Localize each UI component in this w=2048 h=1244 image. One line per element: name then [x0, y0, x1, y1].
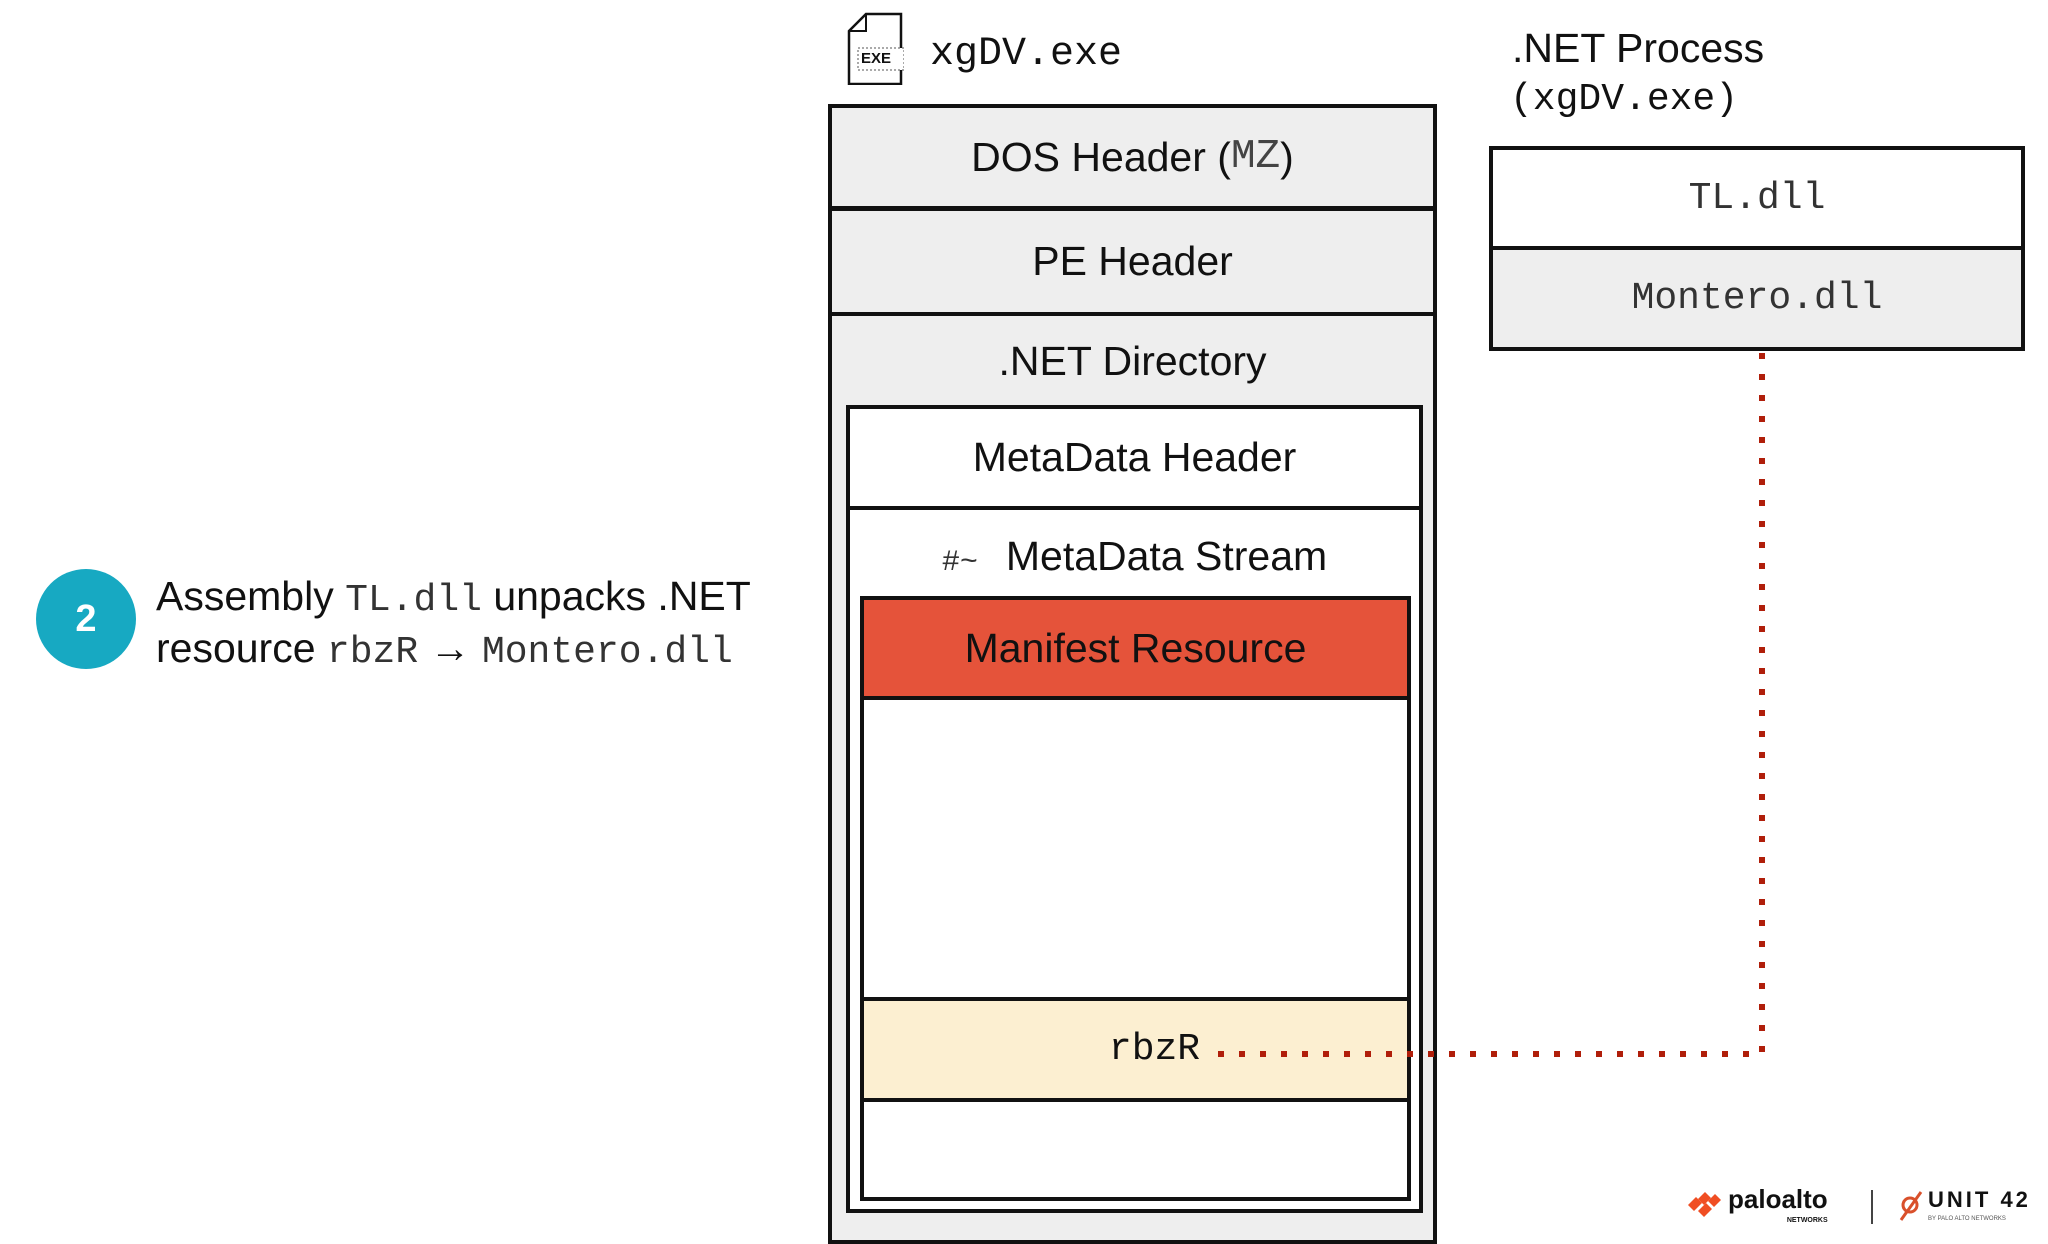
- metadata-header: MetaData Header: [846, 405, 1423, 510]
- net-directory-label: .NET Directory: [998, 338, 1267, 384]
- module-montero-dll: Montero.dll: [1489, 246, 2025, 351]
- module-tl-dll: TL.dll: [1489, 146, 2025, 250]
- exe-file-icon: EXE: [846, 11, 905, 86]
- process-subtitle: (xgDV.exe): [1510, 78, 1739, 121]
- file-name: xgDV.exe: [930, 32, 1123, 77]
- paloalto-logo: paloalto NETWORKS: [1688, 1184, 1828, 1226]
- pe-header: PE Header: [828, 207, 1437, 316]
- metadata-stream-label: #~MetaData Stream: [941, 533, 1328, 580]
- manifest-resource: Manifest Resource: [860, 596, 1411, 700]
- unit42-wordmark: UNIT 42: [1928, 1187, 2031, 1212]
- paloalto-networks: NETWORKS: [1786, 1217, 1828, 1224]
- step-badge: 2: [36, 569, 136, 669]
- paloalto-mark-icon: [1688, 1192, 1721, 1217]
- step-line-2: resource rbzR → Montero.dll: [156, 625, 733, 674]
- dotted-connector: [1218, 351, 1765, 1057]
- step-description: Assembly TL.dll unpacks .NET resource rb…: [156, 570, 751, 674]
- unit42-subtitle: BY PALO ALTO NETWORKS: [1928, 1216, 2006, 1222]
- brand-divider: [1871, 1190, 1873, 1224]
- exe-icon-label: EXE: [861, 50, 892, 67]
- paloalto-wordmark: paloalto: [1728, 1184, 1828, 1214]
- unit42-mark-icon: [1899, 1190, 1923, 1221]
- resource-rbzR: rbzR: [860, 997, 1411, 1102]
- process-title: .NET Process: [1512, 25, 1765, 71]
- step-line-1: Assembly TL.dll unpacks .NET: [156, 573, 751, 622]
- dos-header: DOS Header (MZ): [828, 104, 1437, 210]
- unit42-logo: UNIT 42 BY PALO ALTO NETWORKS: [1898, 1187, 2031, 1224]
